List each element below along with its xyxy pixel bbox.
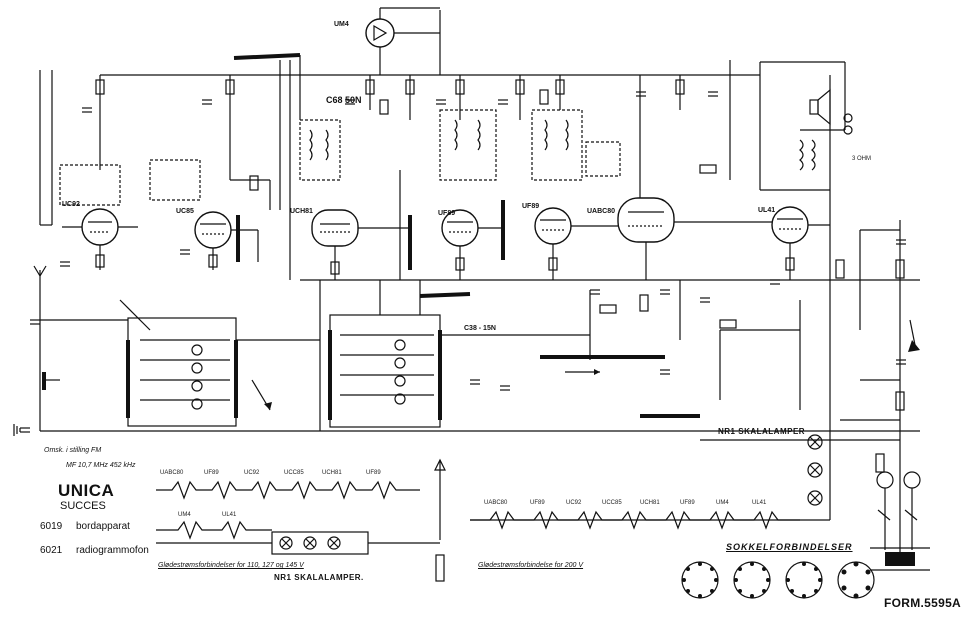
antenna-icon xyxy=(33,265,47,295)
tube-uc92-label: UC92 xyxy=(62,201,80,208)
heater-note: Glødestrømsforbindelser for 110, 127 og … xyxy=(158,562,304,569)
heater-label: UABC80 xyxy=(484,500,508,506)
c38-label: C38 - 15N xyxy=(464,325,496,332)
heater-chain-left: UABC80 UF89 UC92 UCC85 UCH81 UF89 UM4 UL… xyxy=(156,470,420,540)
speaker-ohm-label: 3 OHM xyxy=(852,156,871,162)
heater-label: UL41 xyxy=(222,512,237,518)
tube-uf89-1-label: UF89 xyxy=(438,210,455,217)
tuning-elements xyxy=(119,299,920,540)
model-number-2: 6021 xyxy=(40,545,63,556)
pickup-jack-icon xyxy=(42,372,60,390)
tube-ul41: UL41 xyxy=(758,206,809,244)
tube-uf89-2: UF89 xyxy=(522,203,572,245)
model-name: SUCCES xyxy=(60,500,106,512)
form-number: FORM.5595A xyxy=(884,596,962,610)
tube-ucc85: UC85 xyxy=(176,208,232,249)
capacitors xyxy=(20,91,906,433)
mains-section xyxy=(870,471,930,571)
heater-label: UF89 xyxy=(204,470,219,476)
note-omsk: Omsk. i stilling FM xyxy=(44,447,102,454)
heater-label: UF89 xyxy=(530,500,545,506)
heater-label: UC92 xyxy=(244,470,260,476)
tube-um4: UM4 xyxy=(334,18,395,48)
tube-um4-label: UM4 xyxy=(334,21,349,28)
model-desc-1: bordapparat xyxy=(76,521,130,532)
heater-label: UC92 xyxy=(566,500,582,506)
tube-uabc80-label: UABC80 xyxy=(587,208,615,215)
heater-label: UL41 xyxy=(752,500,767,506)
scale-lamps-title-2: NR1 SKALALAMPER. xyxy=(274,573,364,582)
heater-label: UCH81 xyxy=(640,500,660,506)
tube-uc92: UC92 xyxy=(62,201,119,246)
tube-uch81-label: UCH81 xyxy=(290,208,313,215)
speaker-icon: 3 OHM xyxy=(809,88,871,162)
model-desc-2: radiogrammofon xyxy=(76,545,149,556)
resistors xyxy=(95,79,905,582)
tube-ul41-label: UL41 xyxy=(758,207,775,214)
if-transformers xyxy=(59,109,621,206)
heater-chain-right: UABC80 UF89 UC92 UCC85 UCH81 UF89 UM4 UL… xyxy=(470,500,800,530)
heater-label: UCC85 xyxy=(602,500,622,506)
output-transformer xyxy=(799,139,816,171)
brand-name: UNICA xyxy=(58,481,115,500)
heater-label: UM4 xyxy=(716,500,729,506)
note-mf: MF 10,7 MHz 452 kHz xyxy=(66,462,136,469)
heater-label: UM4 xyxy=(178,512,191,518)
heater-label: UABC80 xyxy=(160,470,184,476)
tube-sockets xyxy=(681,561,875,599)
tube-uch81: UCH81 xyxy=(290,208,359,247)
heater-label: UF89 xyxy=(366,470,381,476)
bandswitch-right xyxy=(328,314,442,428)
heater-label: UCH81 xyxy=(322,470,342,476)
tube-ucc85-label: UC85 xyxy=(176,208,194,215)
wiring xyxy=(39,7,900,431)
heater-label: UCC85 xyxy=(284,470,304,476)
scale-lamps-bottom xyxy=(156,531,440,555)
tube-uabc80: UABC80 xyxy=(587,197,675,243)
bandswitch-left xyxy=(126,317,238,427)
scale-lamps-right xyxy=(807,434,823,506)
model-number-1: 6019 xyxy=(40,521,63,532)
heater-label: UF89 xyxy=(680,500,695,506)
tube-uf89-2-label: UF89 xyxy=(522,203,539,210)
heater-note-200v: Glødestrømsforbindelse for 200 V xyxy=(478,562,584,569)
heavy-bars xyxy=(233,53,700,418)
scale-lamps-title: NR1 SKALALAMPER xyxy=(718,427,806,436)
dsc-cap-label: C68 50N xyxy=(326,95,362,105)
socket-connections-title: SOKKELFORBINDELSER xyxy=(726,542,853,552)
ground-icon xyxy=(13,424,21,436)
tube-uf89-1: UF89 xyxy=(438,209,479,247)
